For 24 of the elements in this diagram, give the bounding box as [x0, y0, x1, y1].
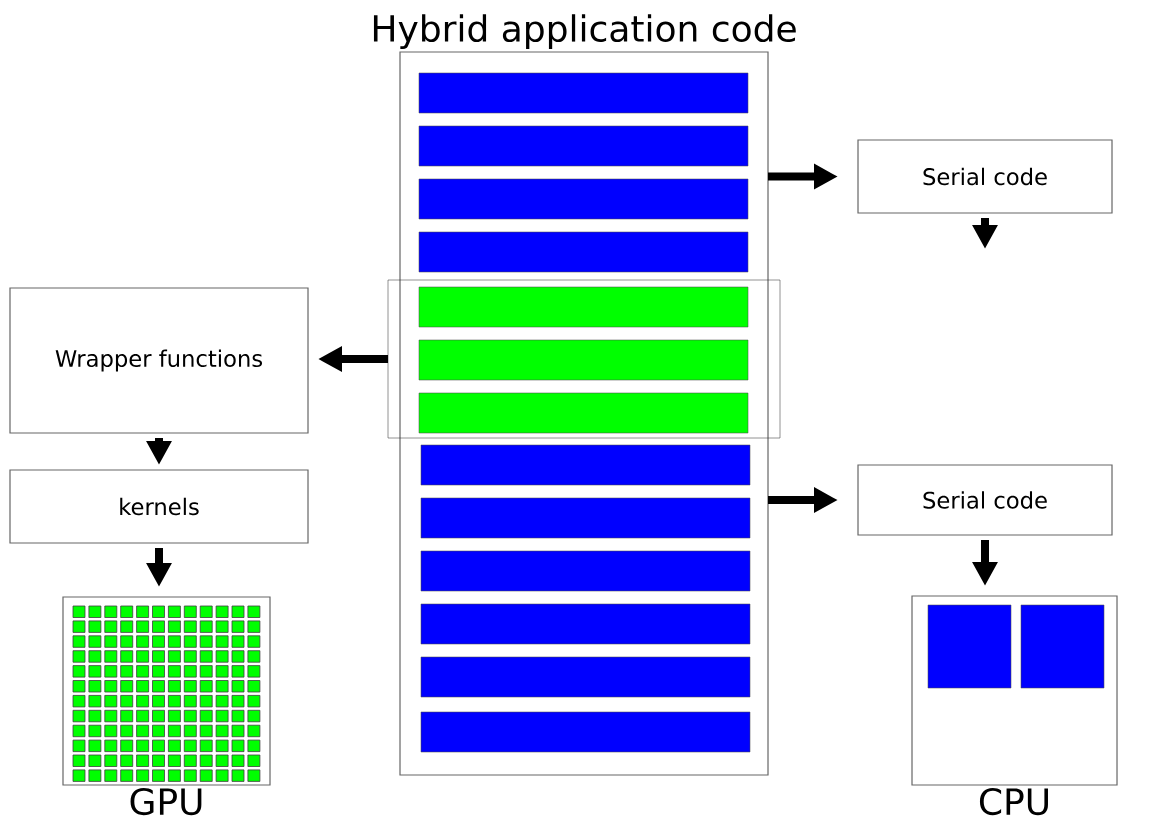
code-block: [420, 550, 751, 592]
code-block: [418, 392, 749, 434]
code-block: [420, 656, 751, 698]
process-box: Serial code: [857, 139, 1113, 214]
node-label: CPU: [979, 787, 1048, 816]
cpu-chip: CPU: [911, 595, 1118, 816]
node-label: GPU: [130, 787, 202, 816]
code-block: [418, 231, 749, 273]
code-block: [420, 711, 751, 753]
process-box: kernels: [9, 469, 309, 544]
highlight-frame: [387, 279, 781, 439]
gpu-chip: GPU: [62, 596, 271, 816]
process-box: Serial code: [857, 464, 1113, 536]
code-block: [418, 125, 749, 167]
code-block: [420, 444, 751, 486]
code-block: [418, 72, 749, 114]
code-block: [418, 339, 749, 381]
code-block: [418, 286, 749, 328]
code-block: [418, 178, 749, 220]
process-box: Wrapper functions: [9, 287, 309, 434]
code-block: [420, 603, 751, 645]
code-block: [420, 497, 751, 539]
node-label: Hybrid application code: [373, 14, 796, 50]
code-panel: Hybrid application code: [373, 14, 796, 776]
